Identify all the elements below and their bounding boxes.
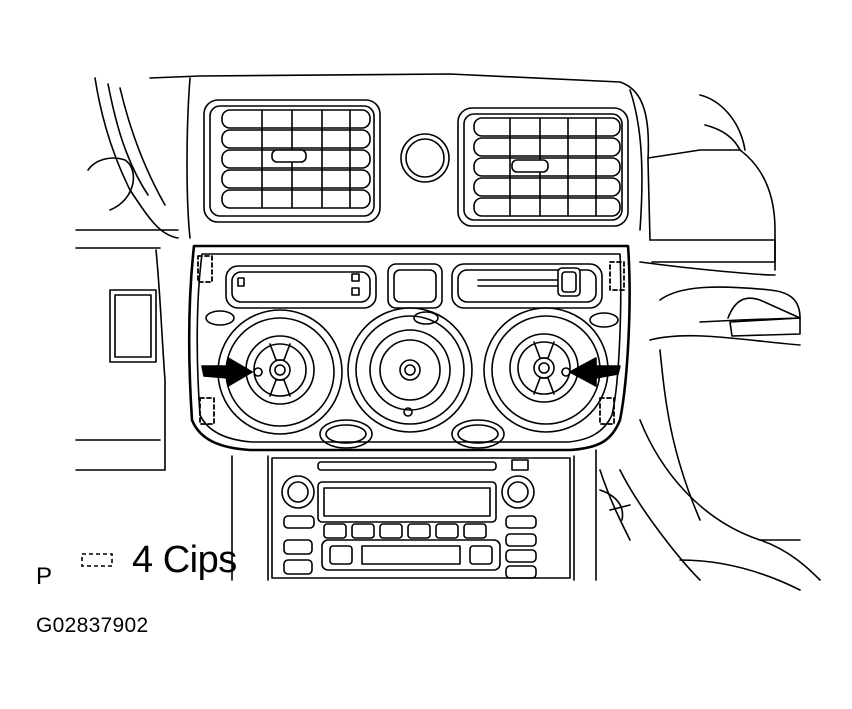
arrow-icon-left — [201, 357, 253, 387]
dashed-clip-icon — [80, 552, 114, 568]
clip-legend: 4 Cips — [80, 538, 237, 582]
left-air-vent — [203, 99, 381, 223]
audio-unit — [231, 449, 597, 581]
clip-markers — [197, 255, 625, 425]
arrow-icon-right — [569, 357, 621, 387]
center-dial — [347, 307, 473, 433]
bottom-vents — [319, 419, 505, 449]
clip-marker-bottom-right — [599, 397, 615, 425]
right-air-vent — [457, 107, 629, 227]
dashboard-outline — [75, 73, 821, 591]
clip-marker-bottom-left — [199, 397, 215, 425]
center-round-vent — [400, 133, 450, 183]
clip-marker-top-left — [197, 255, 213, 283]
legend-label: 4 Cips — [132, 539, 237, 581]
clip-marker-top-right — [609, 261, 625, 291]
heater-control-panel — [187, 244, 631, 452]
figure-id: G02837902 — [36, 614, 149, 637]
view-mark: P — [36, 563, 53, 590]
